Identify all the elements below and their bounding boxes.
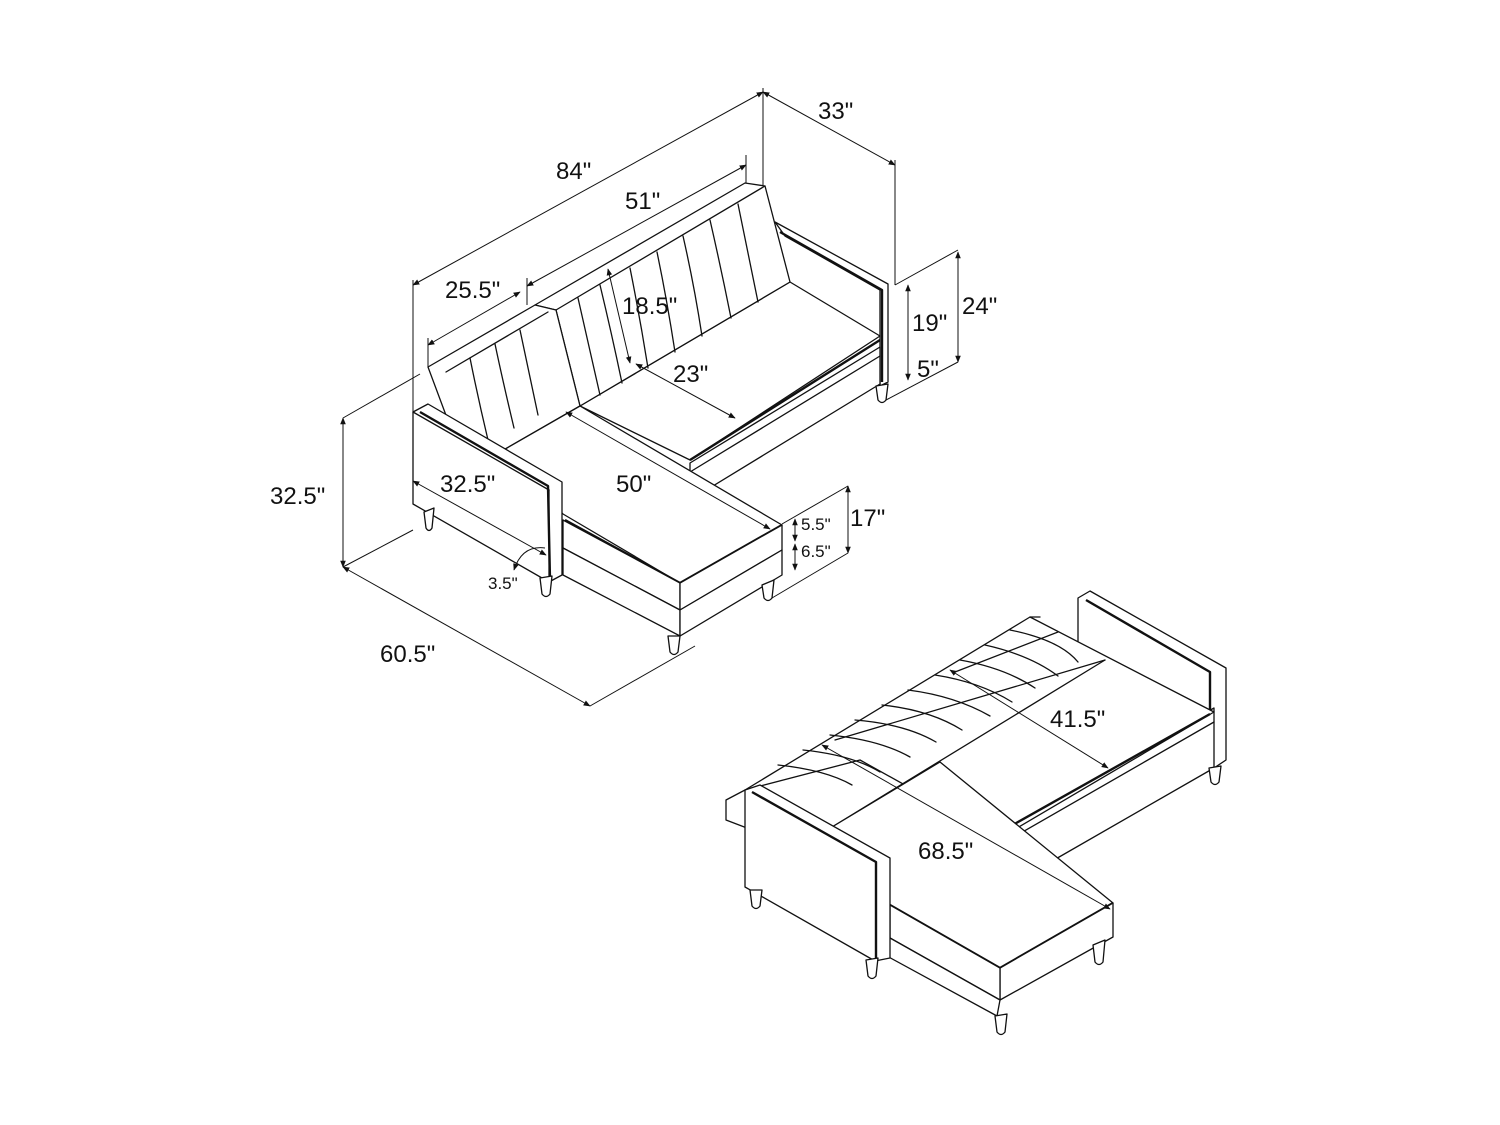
dim-armrest-width: 3.5" xyxy=(488,574,518,593)
dim-back-cushion-height: 18.5" xyxy=(622,293,678,320)
dim-leg-height: 5" xyxy=(917,356,939,383)
dim-seat-depth: 23" xyxy=(673,361,709,388)
bed-legs xyxy=(749,765,1222,1036)
bed-dimension-lines xyxy=(821,669,1111,910)
dim-chaise-base-height: 6.5" xyxy=(801,542,831,561)
dim-chaise-back-width: 25.5" xyxy=(445,277,501,304)
dim-bed-width: 41.5" xyxy=(1050,706,1106,733)
dim-seat-height: 17" xyxy=(850,505,886,532)
dim-overall-width: 84" xyxy=(556,158,592,185)
dim-chaise-overall-depth: 60.5" xyxy=(380,641,436,668)
dim-back-width: 51" xyxy=(625,188,661,215)
dim-overall-height: 32.5" xyxy=(270,483,326,510)
dim-bed-length: 68.5" xyxy=(918,838,974,865)
chaise-base-front xyxy=(679,549,783,637)
sofa-bed-view xyxy=(725,590,1227,1036)
dim-back-height-above-seat: 19" xyxy=(912,310,948,337)
dim-armrest-length: 32.5" xyxy=(440,471,496,498)
dim-side-height: 24" xyxy=(962,293,998,320)
sofa-dimension-lines xyxy=(340,88,961,707)
bed-left-armrest xyxy=(744,784,891,962)
dim-chaise-cushion-height: 5.5" xyxy=(801,515,831,534)
dim-overall-depth: 33" xyxy=(818,98,854,125)
sofa-upright-view xyxy=(340,88,961,707)
dim-chaise-length: 50" xyxy=(616,471,652,498)
